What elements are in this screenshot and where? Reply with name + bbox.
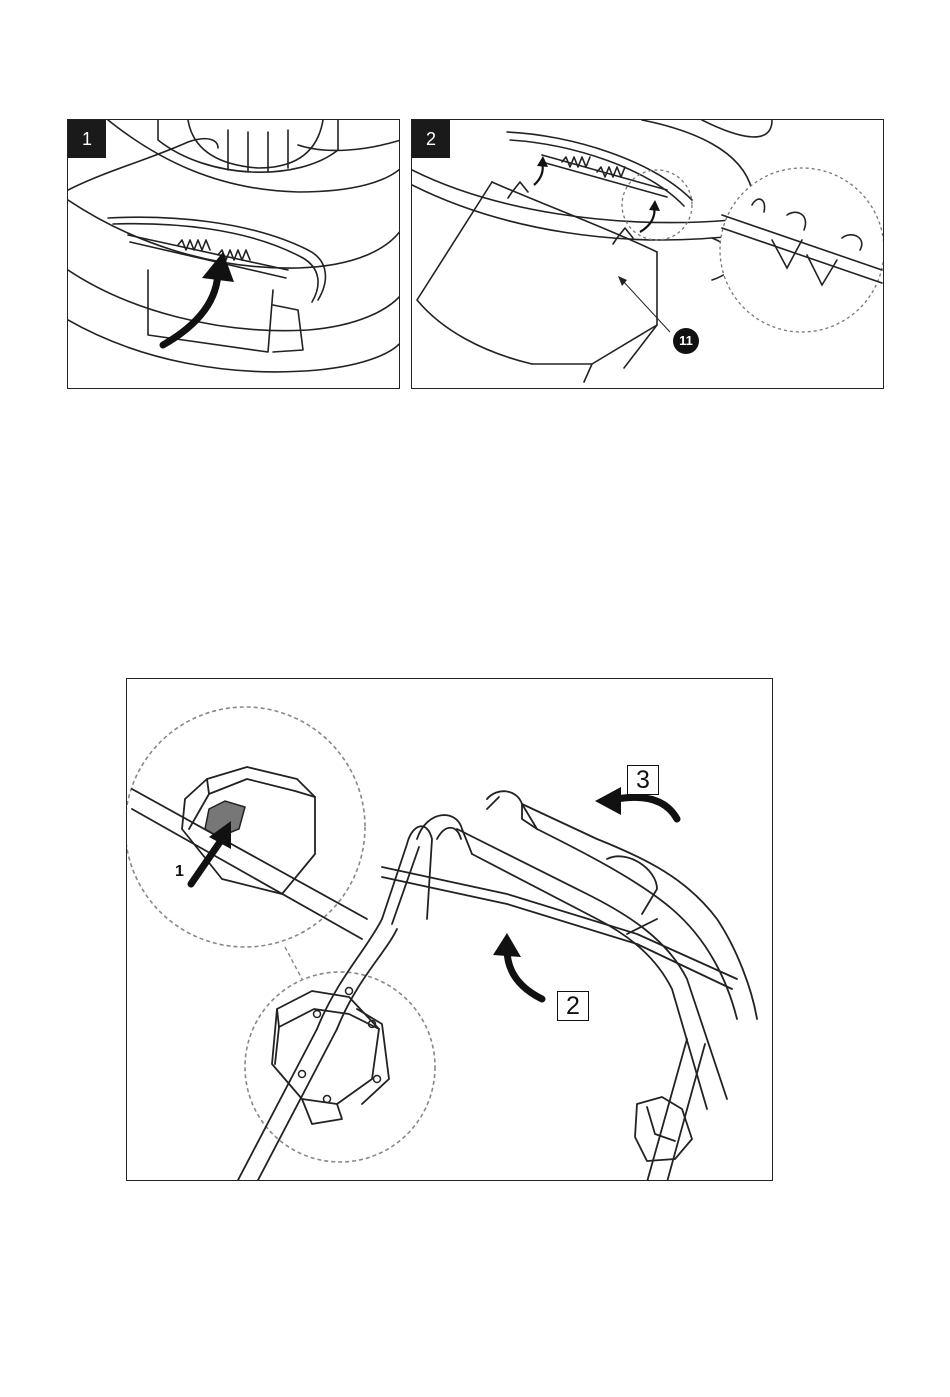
fold-lower-handle-label: 2 — [557, 991, 589, 1021]
step-number-badge: 2 — [412, 120, 450, 158]
grass-bag-attach-illustration — [412, 120, 884, 389]
press-button-callout: 1 — [175, 863, 184, 881]
step-number-badge: 1 — [68, 120, 106, 158]
rear-flap-lift-illustration — [68, 120, 400, 389]
figure-step-2: 2 — [411, 119, 884, 389]
part-number-badge: 11 — [673, 328, 699, 354]
handle-fold-illustration — [127, 679, 773, 1181]
figure-step-1: 1 — [67, 119, 400, 389]
figure-handle-fold: 1 2 3 — [126, 678, 773, 1181]
fold-upper-handle-label: 3 — [627, 765, 659, 795]
